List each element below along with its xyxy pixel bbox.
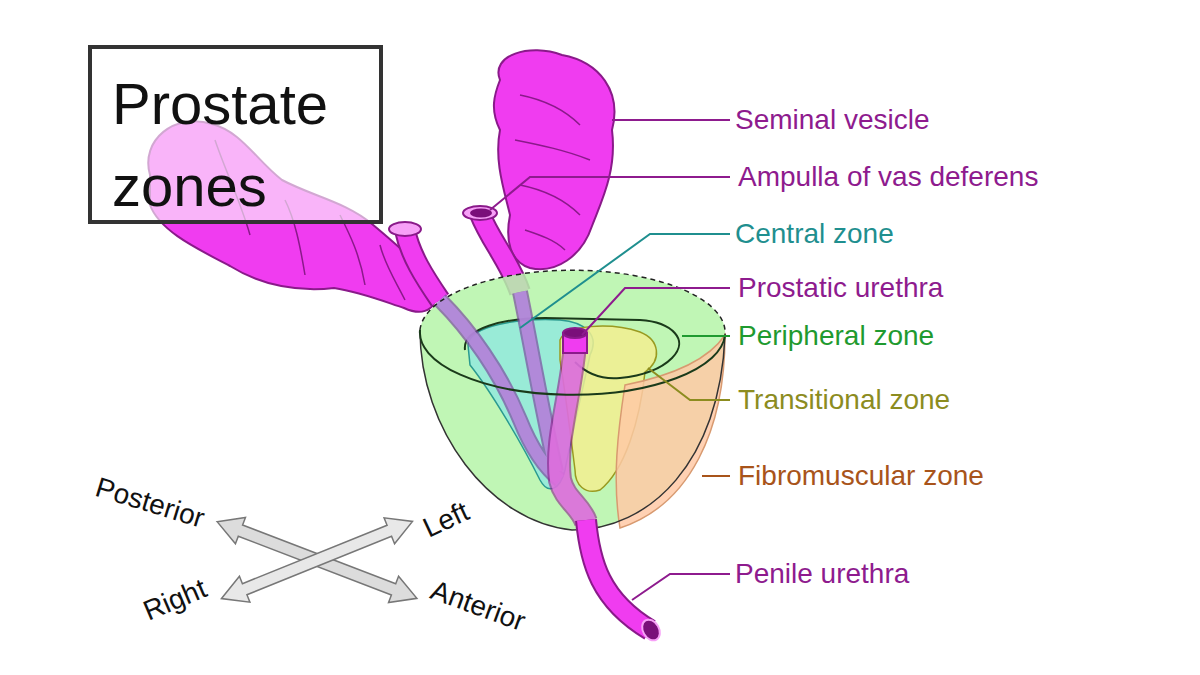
leader-line <box>702 475 730 477</box>
urethra-end <box>639 616 664 643</box>
leader-line <box>632 574 730 600</box>
penile-urethra <box>586 520 650 630</box>
prostatic-urethra-outline <box>559 345 586 522</box>
part-label: Fibromuscular zone <box>738 460 1178 492</box>
orientation-arrow <box>216 508 417 611</box>
ampulla-lumen <box>470 209 492 218</box>
part-label: Penile urethra <box>735 558 1175 590</box>
ejaculatory-duct <box>440 292 560 480</box>
prostate-outline <box>420 330 725 530</box>
part-label: Transitional zone <box>738 384 1178 416</box>
ejaculatory-duct-outline <box>440 292 560 480</box>
orientation-arrow <box>212 509 422 612</box>
fibromuscular-zone <box>616 335 725 528</box>
leader-line <box>520 234 730 328</box>
leader-line <box>682 335 730 337</box>
ampulla-opening <box>389 222 421 236</box>
part-label: Peripheral zone <box>738 320 1178 352</box>
orientation-label: Posterior <box>92 471 209 534</box>
diagram-title: Prostate zones <box>112 63 377 227</box>
prostate-top-back <box>420 270 725 335</box>
title-box: Prostate zones <box>88 45 383 224</box>
leader-line <box>612 119 730 121</box>
part-label: Prostatic urethra <box>738 272 1178 304</box>
prostatic-urethra <box>559 345 586 522</box>
orientation-label: Right <box>139 572 212 627</box>
prostate-top-rim <box>420 330 725 395</box>
seminal-vesicle-right <box>494 50 614 269</box>
leader-line <box>648 368 730 400</box>
peripheral-zone <box>420 270 725 530</box>
part-label: Seminal vesicle <box>735 104 1175 136</box>
leader-line <box>490 177 730 210</box>
leader-line <box>582 288 730 335</box>
vesicle-lobule-line <box>515 95 590 250</box>
part-label: Ampulla of vas deferens <box>738 161 1178 193</box>
part-label: Central zone <box>735 218 1175 250</box>
orientation-label: Anterior <box>426 574 529 638</box>
penile-urethra-outline <box>586 520 650 630</box>
orientation-label: Left <box>418 496 474 545</box>
